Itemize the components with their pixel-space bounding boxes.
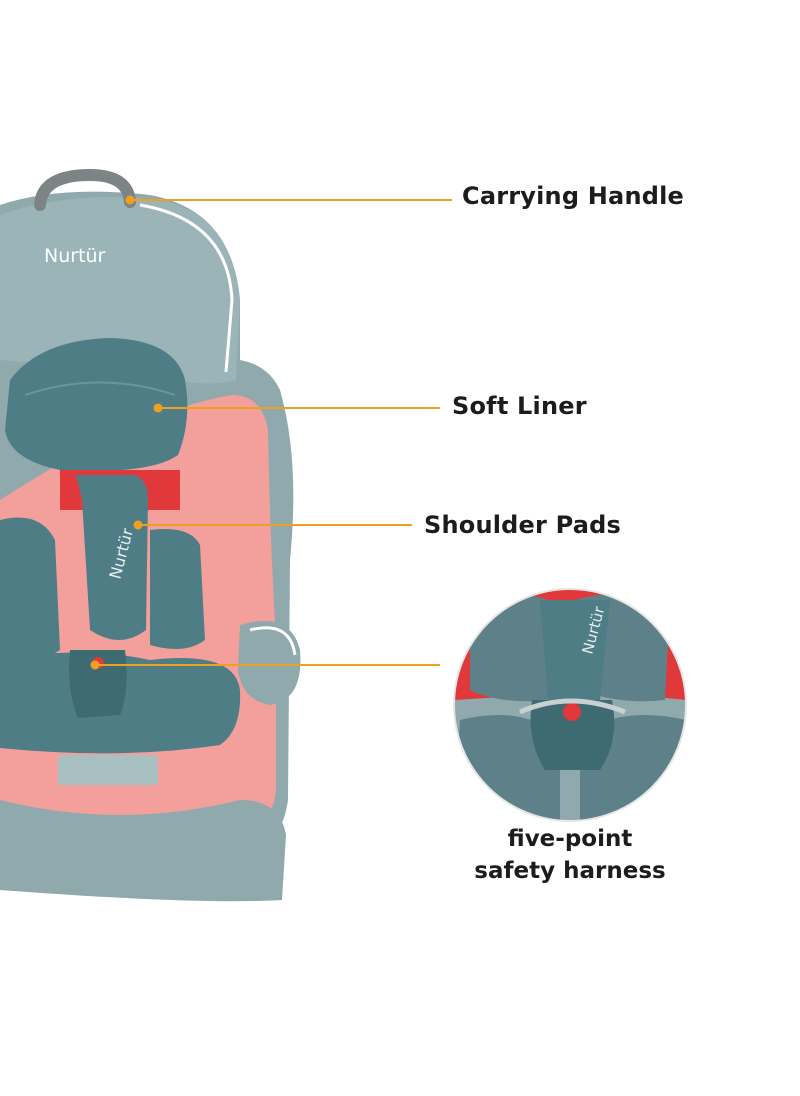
- harness-caption-line1: five-point: [507, 826, 633, 852]
- crotch-pad: [58, 755, 158, 785]
- armrest: [238, 620, 301, 705]
- car-seat: Nurtür Nurtür: [0, 168, 301, 902]
- soft-liner: [5, 338, 188, 471]
- callout-soft-liner: Soft Liner: [452, 392, 587, 420]
- harness-caption: five-point safety harness: [440, 823, 700, 887]
- side-cushion-right: [150, 529, 205, 649]
- headrest: [0, 197, 240, 384]
- harness-zoom-circle: Nurtür: [453, 588, 687, 822]
- callout-shoulder-pads: Shoulder Pads: [424, 511, 622, 539]
- carrying-handle: [34, 168, 136, 211]
- harness-buckle: [69, 650, 127, 718]
- side-cushion-left: [0, 517, 60, 664]
- shoulder-pad: [75, 475, 148, 640]
- headrest-piping: [139, 203, 234, 373]
- brand-logo-headrest: Nurtür: [44, 245, 106, 267]
- callout-lines: [90, 195, 452, 670]
- harness-caption-line2: safety harness: [474, 858, 666, 884]
- callout-carrying-handle: Carrying Handle: [462, 182, 685, 210]
- seat-front: [0, 800, 286, 902]
